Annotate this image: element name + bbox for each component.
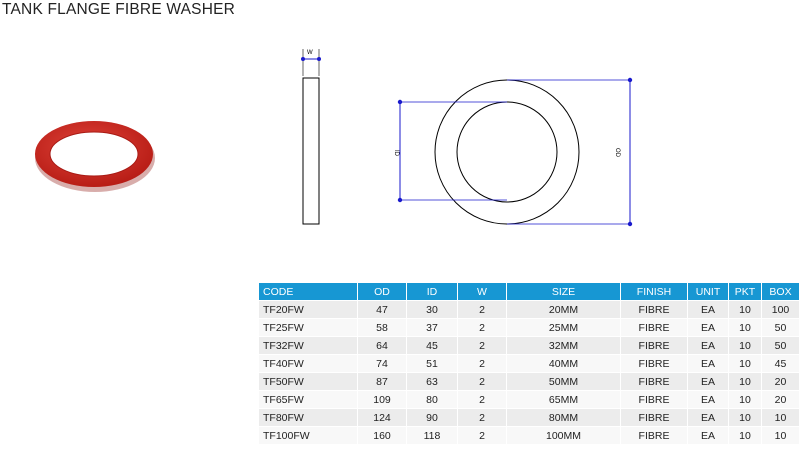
- cell-size: 40MM: [506, 354, 621, 373]
- cell-unit: EA: [687, 318, 729, 337]
- header-size: SIZE: [506, 283, 621, 301]
- header-unit: UNIT: [687, 283, 729, 301]
- cell-id: 51: [406, 354, 458, 373]
- cell-code: TF100FW: [259, 426, 358, 445]
- cell-od: 58: [357, 318, 407, 337]
- cell-unit: EA: [687, 336, 729, 355]
- cell-id: 45: [406, 336, 458, 355]
- cell-box: 20: [761, 390, 800, 409]
- cell-finish: FIBRE: [620, 390, 688, 409]
- cell-size: 50MM: [506, 372, 621, 391]
- cell-box: 50: [761, 336, 800, 355]
- side-view: W: [301, 49, 321, 225]
- washer-photo: [35, 121, 155, 192]
- table-row: TF80FW 124 90 2 80MM FIBRE EA 10 10: [259, 408, 800, 427]
- width-label: W: [307, 50, 313, 56]
- cell-id: 30: [406, 300, 458, 319]
- header-pkt: PKT: [728, 283, 762, 301]
- cell-pkt: 10: [728, 336, 762, 355]
- cell-code: TF65FW: [259, 390, 358, 409]
- table-row: TF100FW 160 118 2 100MM FIBRE EA 10 10: [259, 426, 800, 445]
- cell-unit: EA: [687, 300, 729, 319]
- cell-w: 2: [457, 336, 507, 355]
- cell-pkt: 10: [728, 318, 762, 337]
- header-od: OD: [357, 283, 407, 301]
- cell-unit: EA: [687, 408, 729, 427]
- cell-code: TF32FW: [259, 336, 358, 355]
- cell-code: TF50FW: [259, 372, 358, 391]
- cell-size: 32MM: [506, 336, 621, 355]
- cell-finish: FIBRE: [620, 318, 688, 337]
- cell-finish: FIBRE: [620, 408, 688, 427]
- cell-w: 2: [457, 300, 507, 319]
- spec-table: CODE OD ID W SIZE FINISH UNIT PKT BOX TF…: [259, 283, 800, 445]
- cell-finish: FIBRE: [620, 336, 688, 355]
- cell-code: TF80FW: [259, 408, 358, 427]
- cell-size: 80MM: [506, 408, 621, 427]
- cell-box: 10: [761, 408, 800, 427]
- cell-box: 45: [761, 354, 800, 373]
- inner-diameter-label: ID: [393, 150, 399, 157]
- cell-od: 74: [357, 354, 407, 373]
- cell-pkt: 10: [728, 390, 762, 409]
- cell-unit: EA: [687, 426, 729, 445]
- outer-diameter-label: OD: [614, 148, 620, 158]
- cell-w: 2: [457, 426, 507, 445]
- front-view: ID OD: [393, 77, 633, 227]
- cell-od: 160: [357, 426, 407, 445]
- cell-id: 63: [406, 372, 458, 391]
- cell-pkt: 10: [728, 408, 762, 427]
- cell-pkt: 10: [728, 354, 762, 373]
- table-header-row: CODE OD ID W SIZE FINISH UNIT PKT BOX: [259, 283, 800, 301]
- cell-size: 65MM: [506, 390, 621, 409]
- cell-box: 10: [761, 426, 800, 445]
- cell-pkt: 10: [728, 300, 762, 319]
- cell-box: 20: [761, 372, 800, 391]
- header-w: W: [457, 283, 507, 301]
- table-row: TF50FW 87 63 2 50MM FIBRE EA 10 20: [259, 372, 800, 391]
- cell-id: 90: [406, 408, 458, 427]
- cell-finish: FIBRE: [620, 372, 688, 391]
- cell-od: 87: [357, 372, 407, 391]
- cell-id: 37: [406, 318, 458, 337]
- cell-unit: EA: [687, 372, 729, 391]
- header-box: BOX: [761, 283, 800, 301]
- cell-od: 109: [357, 390, 407, 409]
- cell-size: 25MM: [506, 318, 621, 337]
- cell-od: 64: [357, 336, 407, 355]
- cell-unit: EA: [687, 390, 729, 409]
- cell-pkt: 10: [728, 372, 762, 391]
- cell-od: 47: [357, 300, 407, 319]
- cell-w: 2: [457, 408, 507, 427]
- cell-finish: FIBRE: [620, 300, 688, 319]
- cell-pkt: 10: [728, 426, 762, 445]
- cell-code: TF20FW: [259, 300, 358, 319]
- table-row: TF25FW 58 37 2 25MM FIBRE EA 10 50: [259, 318, 800, 337]
- table-row: TF20FW 47 30 2 20MM FIBRE EA 10 100: [259, 300, 800, 319]
- cell-w: 2: [457, 390, 507, 409]
- cell-code: TF40FW: [259, 354, 358, 373]
- header-code: CODE: [259, 283, 358, 301]
- cell-code: TF25FW: [259, 318, 358, 337]
- cell-id: 80: [406, 390, 458, 409]
- cell-finish: FIBRE: [620, 354, 688, 373]
- table-row: TF32FW 64 45 2 32MM FIBRE EA 10 50: [259, 336, 800, 355]
- header-id: ID: [406, 283, 458, 301]
- cell-finish: FIBRE: [620, 426, 688, 445]
- cell-box: 100: [761, 300, 800, 319]
- cell-w: 2: [457, 318, 507, 337]
- cell-id: 118: [406, 426, 458, 445]
- table-row: TF65FW 109 80 2 65MM FIBRE EA 10 20: [259, 390, 800, 409]
- cell-w: 2: [457, 372, 507, 391]
- cell-unit: EA: [687, 354, 729, 373]
- cell-w: 2: [457, 354, 507, 373]
- technical-drawing: W ID OD: [301, 49, 633, 227]
- cell-size: 100MM: [506, 426, 621, 445]
- cell-size: 20MM: [506, 300, 621, 319]
- header-finish: FINISH: [620, 283, 688, 301]
- page-title: TANK FLANGE FIBRE WASHER: [2, 1, 236, 18]
- table-row: TF40FW 74 51 2 40MM FIBRE EA 10 45: [259, 354, 800, 373]
- cell-box: 50: [761, 318, 800, 337]
- cell-od: 124: [357, 408, 407, 427]
